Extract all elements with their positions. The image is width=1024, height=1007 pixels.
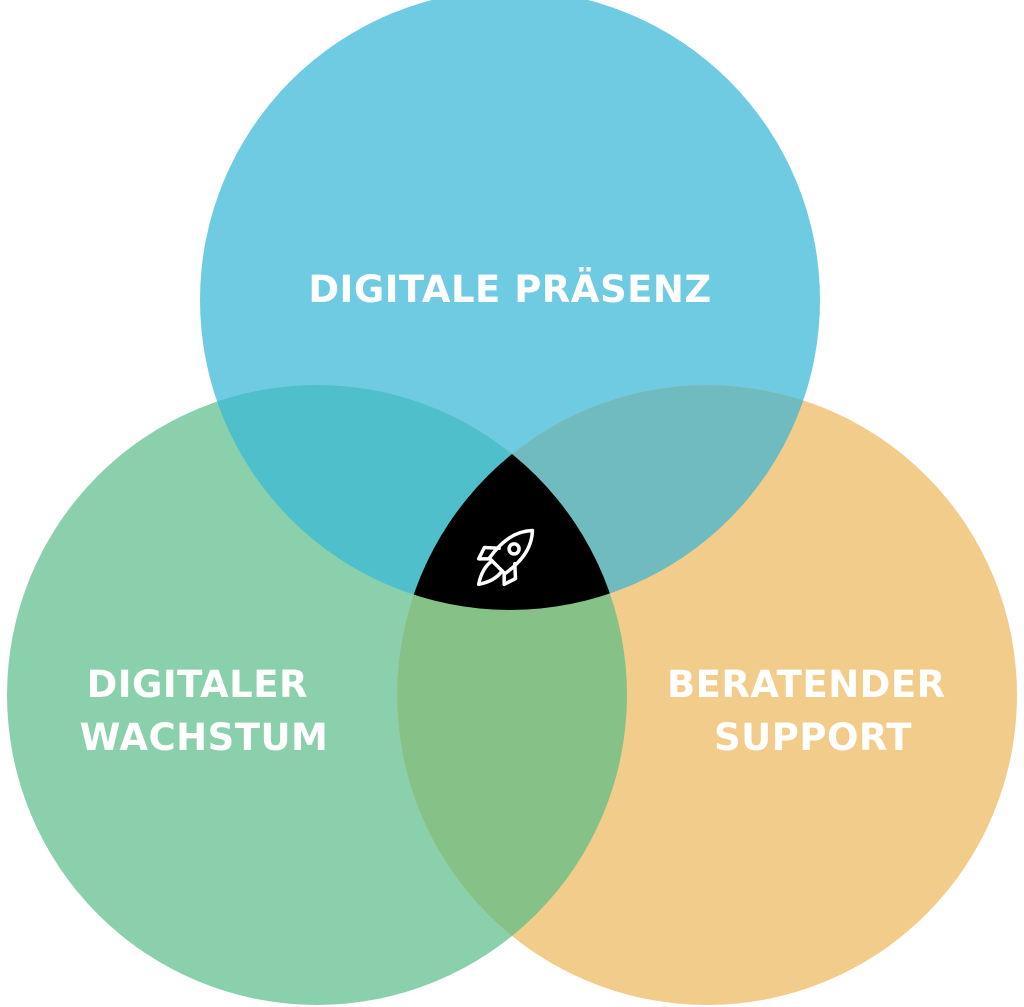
overlap-center: [397, 385, 627, 610]
label-digitale-praesenz: DIGITALE PRÄSENZ: [308, 267, 711, 311]
rocket-icon: [476, 528, 535, 587]
label-beratender-support: BERATENDER SUPPORT: [667, 663, 959, 759]
label-digitaler-wachstum: DIGITALER WACHSTUM: [80, 663, 329, 759]
